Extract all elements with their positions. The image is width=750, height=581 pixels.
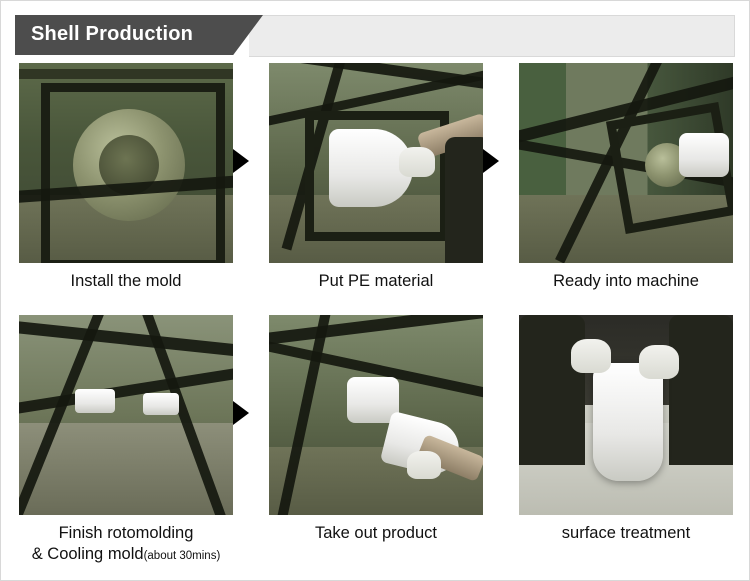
- worker-icon: [445, 137, 483, 263]
- steps-row-1: Install the mold: [1, 63, 750, 311]
- photo-surface-treatment: [519, 315, 733, 515]
- mold-frame-icon: [41, 83, 225, 263]
- step-cell-6: surface treatment: [501, 315, 750, 564]
- worker-icon: [669, 315, 733, 465]
- glove-icon: [571, 339, 611, 373]
- arrow-icon-1: [233, 149, 249, 173]
- photo-ready-into-machine: [519, 63, 733, 263]
- step-caption-line2-4: & Cooling mold(about 30mins): [19, 544, 233, 565]
- step-cell-4: Finish rotomolding & Cooling mold(about …: [1, 315, 251, 564]
- header-bar: [249, 15, 735, 57]
- page-title: Shell Production: [31, 23, 194, 45]
- step-cell-1: Install the mold: [1, 63, 251, 311]
- glove-icon: [407, 451, 441, 479]
- photo-finish-rotomolding: [19, 315, 233, 515]
- photo-put-pe-material: [269, 63, 483, 263]
- step-caption-3: Ready into machine: [519, 271, 733, 311]
- step-caption-text-6: surface treatment: [561, 524, 691, 542]
- step-caption-text-2: Put PE material: [318, 272, 434, 290]
- glove-icon: [399, 147, 435, 177]
- step-caption-2: Put PE material: [269, 271, 483, 311]
- photo-install-the-mold: [19, 63, 233, 263]
- photo-take-out-product: [269, 315, 483, 515]
- worker-icon: [519, 315, 585, 465]
- step-cell-3: Ready into machine: [501, 63, 750, 311]
- step-caption-6: surface treatment: [519, 523, 733, 563]
- step-caption-4: Finish rotomolding & Cooling mold(about …: [19, 523, 233, 564]
- mold-frame-icon: [305, 111, 449, 241]
- step-caption-text-4: Finish rotomolding: [58, 524, 194, 542]
- product-shell-icon: [593, 363, 663, 481]
- steps-grid: Install the mold: [1, 63, 750, 568]
- step-caption-text-5: Take out product: [315, 524, 437, 542]
- machine-part-icon: [679, 133, 729, 177]
- header: Shell Production: [1, 1, 749, 63]
- step-caption-text-3: Ready into machine: [553, 272, 699, 290]
- steps-row-2: Finish rotomolding & Cooling mold(about …: [1, 315, 750, 564]
- machine-part-icon: [75, 389, 115, 413]
- step-caption-1: Install the mold: [19, 271, 233, 311]
- arrow-icon-2: [483, 149, 499, 173]
- beam-icon: [19, 69, 233, 79]
- photo-floor: [519, 195, 733, 263]
- step-caption-text-1: Install the mold: [70, 272, 182, 290]
- arrow-icon-4: [233, 401, 249, 425]
- step-caption-5: Take out product: [269, 523, 483, 563]
- header-tab: [15, 15, 263, 55]
- step-caption-line2-text-4: & Cooling mold: [31, 544, 144, 563]
- machine-part-icon: [143, 393, 179, 415]
- glove-icon: [639, 345, 679, 379]
- step-cell-5: Take out product: [251, 315, 501, 564]
- step-cell-2: Put PE material: [251, 63, 501, 311]
- step-caption-sub-4: (about 30mins): [143, 549, 221, 562]
